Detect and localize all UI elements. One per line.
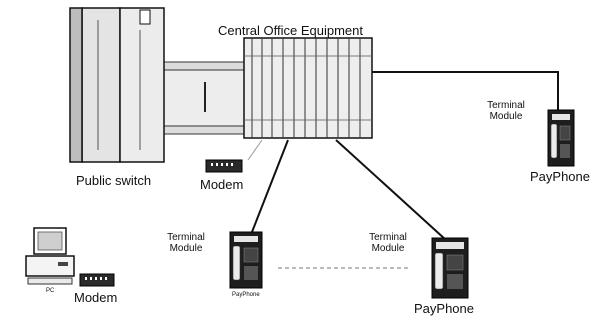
line-central-to-payphone-bottom xyxy=(335,139,447,241)
payphone-label-right: PayPhone xyxy=(530,169,590,184)
pc-computer xyxy=(25,227,75,285)
modem-office-label: Modem xyxy=(200,177,244,192)
central-office-rack xyxy=(243,37,373,139)
terminal-module-label-bottom: Terminal Module xyxy=(358,232,418,254)
line-central-to-payphone-right xyxy=(372,71,559,112)
trunk-connection xyxy=(161,61,245,135)
public-switch-label: Public switch xyxy=(76,173,152,188)
terminal-label-line1: Terminal xyxy=(167,232,205,243)
payphone-label-bottom: PayPhone xyxy=(414,301,474,316)
terminal-module-label-right: Terminal Module xyxy=(476,100,536,122)
connection-lines xyxy=(247,71,559,269)
payphone-bottom xyxy=(431,237,469,299)
payphone-center xyxy=(229,231,263,289)
payphone-label-center: PayPhone xyxy=(232,292,260,298)
central-office-title: Central Office Equipment xyxy=(218,23,363,38)
payphone-right xyxy=(547,109,575,167)
modem-user-label: Modem xyxy=(74,290,118,305)
modem-office-device xyxy=(205,159,243,173)
modem-user-device xyxy=(79,273,115,287)
public-switch-cabinet xyxy=(69,7,165,163)
terminal-module-label-center: Terminal Module xyxy=(156,232,216,254)
line-modem-to-central xyxy=(247,139,263,161)
terminal-label-line2: Module xyxy=(489,111,523,122)
pc-label: PC xyxy=(46,288,55,294)
terminal-label-line2: Module xyxy=(169,243,203,254)
terminal-label-line1: Terminal xyxy=(487,100,525,111)
terminal-label-line2: Module xyxy=(371,243,405,254)
line-central-to-terminal-center xyxy=(251,139,289,233)
terminal-label-line1: Terminal xyxy=(369,232,407,243)
